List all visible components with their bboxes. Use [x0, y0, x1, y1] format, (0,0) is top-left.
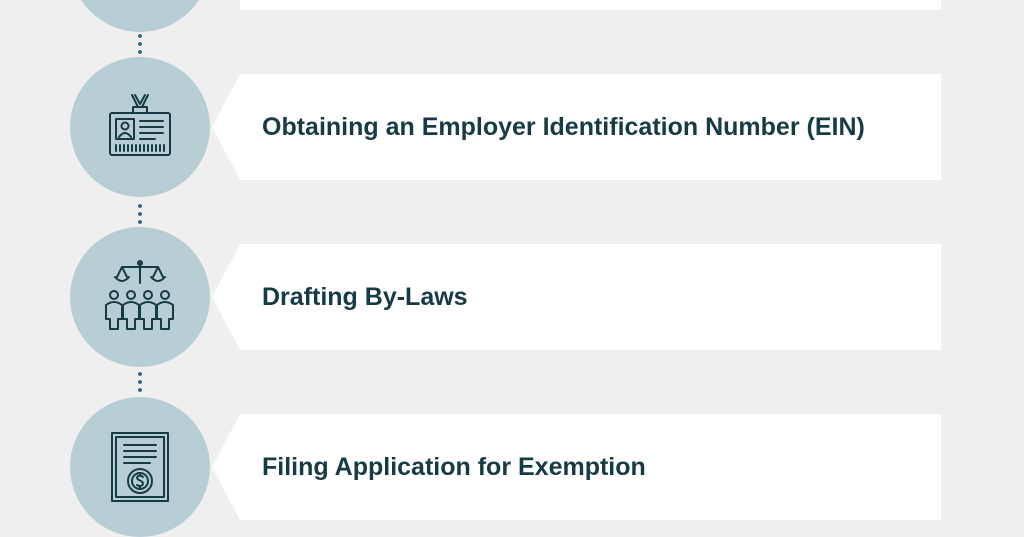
step-card-bylaws: Drafting By-Laws — [212, 244, 941, 350]
connector-dots — [138, 32, 142, 56]
step-card-partial — [240, 0, 941, 10]
step-circle-bylaws — [70, 227, 210, 367]
step-label: Drafting By-Laws — [262, 282, 468, 311]
connector-dots — [138, 370, 142, 394]
step-circle-ein — [70, 57, 210, 197]
scales-people-icon — [105, 260, 174, 330]
step-card-exemption: Filing Application for Exemption — [212, 414, 941, 520]
step-card-ein: Obtaining an Employer Identification Num… — [212, 74, 941, 180]
dollar-document-icon — [111, 432, 169, 502]
id-badge-icon — [109, 94, 171, 156]
step-label: Filing Application for Exemption — [262, 452, 646, 481]
step-circle-exemption — [70, 397, 210, 537]
step-label: Obtaining an Employer Identification Num… — [262, 112, 865, 141]
connector-dots — [138, 202, 142, 226]
step-circle-partial — [70, 0, 210, 32]
